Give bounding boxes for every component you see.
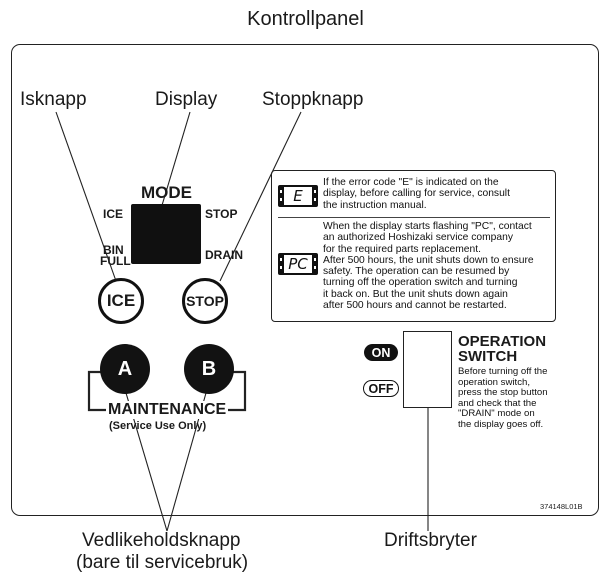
leader-display — [159, 111, 191, 213]
leader-ice — [55, 111, 117, 282]
part-code: 374148L01B — [540, 502, 583, 511]
mode-full-label: FULL — [100, 254, 131, 268]
callout-operation-switch: Driftsbryter — [384, 530, 477, 551]
maintenance-button-a[interactable]: A — [100, 344, 150, 394]
on-indicator: ON — [364, 344, 398, 361]
display-pc-icon: PC — [278, 253, 318, 275]
display-info-box: E If the error code "E" is indicated on … — [271, 170, 556, 322]
mode-display — [131, 204, 201, 264]
maintenance-bracket — [87, 370, 106, 412]
operation-switch[interactable] — [403, 331, 452, 408]
e-glyph: E — [284, 187, 312, 205]
callout-stop-button: Stoppknapp — [262, 89, 364, 110]
info-row-error-pc: PC When the display starts flashing "PC"… — [278, 220, 550, 317]
pc-glyph: PC — [284, 255, 312, 273]
callout-ice-button: Isknapp — [20, 89, 87, 110]
service-use-only-label: (Service Use Only) — [109, 420, 207, 432]
info-pc-text: When the display starts flashing "PC", c… — [323, 221, 534, 312]
maintenance-button-b[interactable]: B — [184, 344, 234, 394]
panel-title: Kontrollpanel — [247, 8, 364, 30]
ice-button[interactable]: ICE — [98, 278, 144, 324]
mode-ice-label: ICE — [103, 207, 124, 221]
maintenance-bracket-right — [228, 370, 247, 412]
control-panel-frame — [11, 44, 599, 516]
callout-maintenance-line1: Vedlikeholdsknapp — [82, 530, 241, 551]
mode-bin-label: BIN — [103, 243, 124, 257]
info-row-error-e: E If the error code "E" is indicated on … — [278, 175, 550, 218]
off-indicator: OFF — [363, 380, 399, 397]
callout-display: Display — [155, 89, 218, 110]
display-e-icon: E — [278, 185, 318, 207]
mode-label: MODE — [141, 183, 192, 202]
info-e-text: If the error code "E" is indicated on th… — [323, 177, 510, 211]
mode-stop-label: STOP — [205, 207, 238, 221]
mode-drain-label: DRAIN — [205, 248, 243, 262]
maintenance-label: MAINTENANCE — [106, 401, 229, 419]
stop-button[interactable]: STOP — [182, 278, 228, 324]
callout-maintenance-line2: (bare til servicebruk) — [76, 552, 249, 573]
leader-stop — [219, 111, 302, 282]
